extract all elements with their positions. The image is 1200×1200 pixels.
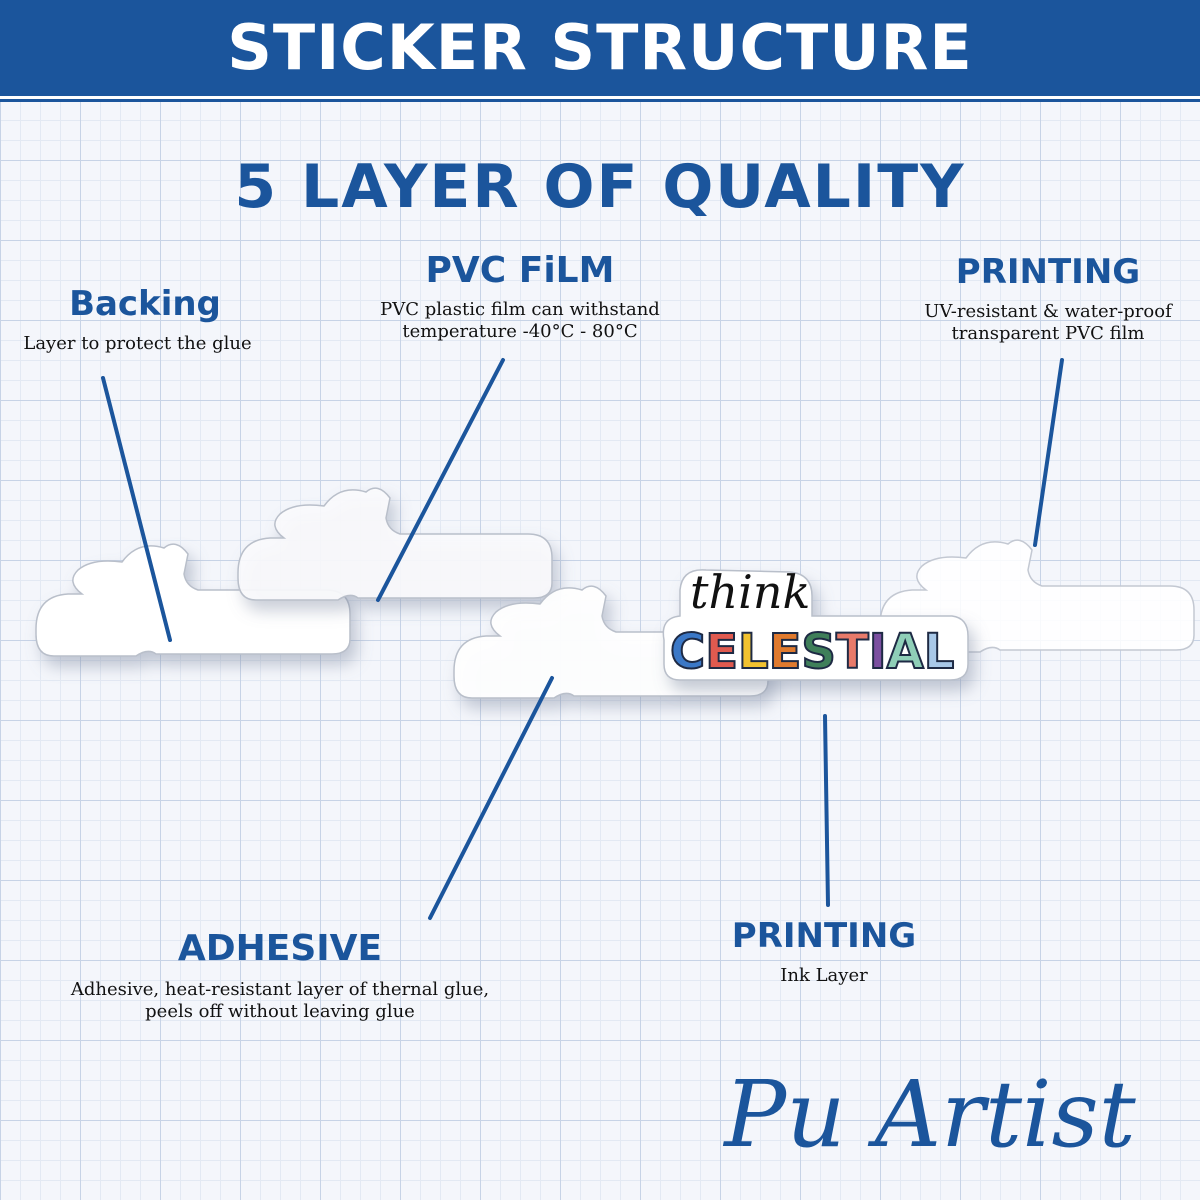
sticker-letter: L [924, 624, 955, 680]
sticker-letter: I [869, 624, 887, 680]
brand-signature: Pu Artist [670, 1060, 1190, 1170]
sticker-word: CELESTIAL [670, 624, 954, 680]
sticker-letter: L [738, 624, 769, 680]
pvc-film-layer-shape [238, 488, 552, 600]
sticker-word-text: CELESTIAL [670, 624, 954, 680]
sticker-letter: E [705, 624, 738, 680]
adhesive-callout-line [430, 678, 552, 918]
sticker-letter: C [670, 624, 705, 680]
sticker-letter: T [836, 624, 869, 680]
printing-top-callout-line [1035, 360, 1062, 545]
sticker-letter: E [769, 624, 802, 680]
sticker-letter: S [801, 624, 836, 680]
sticker-script-text: think [690, 565, 810, 619]
sticker-letter: A [887, 624, 924, 680]
printing-bottom-callout-line [825, 716, 828, 905]
